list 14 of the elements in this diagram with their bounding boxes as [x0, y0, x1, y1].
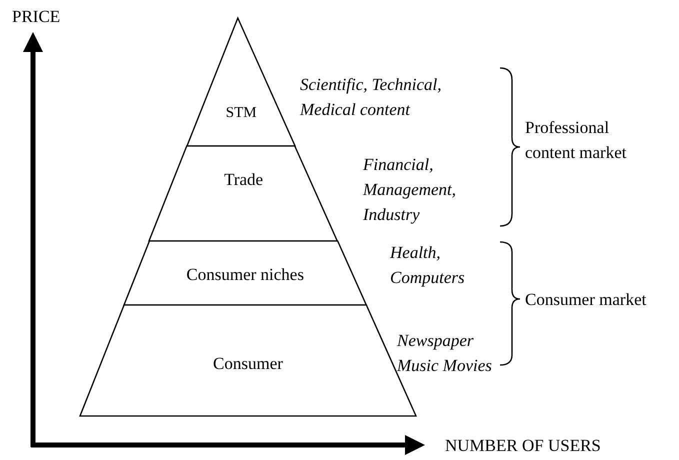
band-label: Consumer	[213, 354, 283, 374]
segment-description: Financial, Management, Industry	[363, 154, 458, 226]
segment-description: Scientific, Technical, Medical content	[300, 74, 442, 121]
pyramid-band	[149, 146, 338, 241]
band-label: Consumer niches	[186, 265, 304, 285]
segment-description: Health, Computers	[390, 242, 466, 289]
segment-description: Newspaper Music Movies	[397, 330, 493, 377]
axis-label: NUMBER OF USERS	[445, 435, 601, 457]
group-label: Professional content market	[525, 117, 628, 164]
axis-label: PRICE	[12, 6, 60, 28]
band-label: Trade	[224, 170, 264, 190]
band-label: STM	[226, 105, 257, 122]
pyramid-top-segment	[187, 18, 296, 146]
group-label: Consumer market	[525, 289, 646, 311]
